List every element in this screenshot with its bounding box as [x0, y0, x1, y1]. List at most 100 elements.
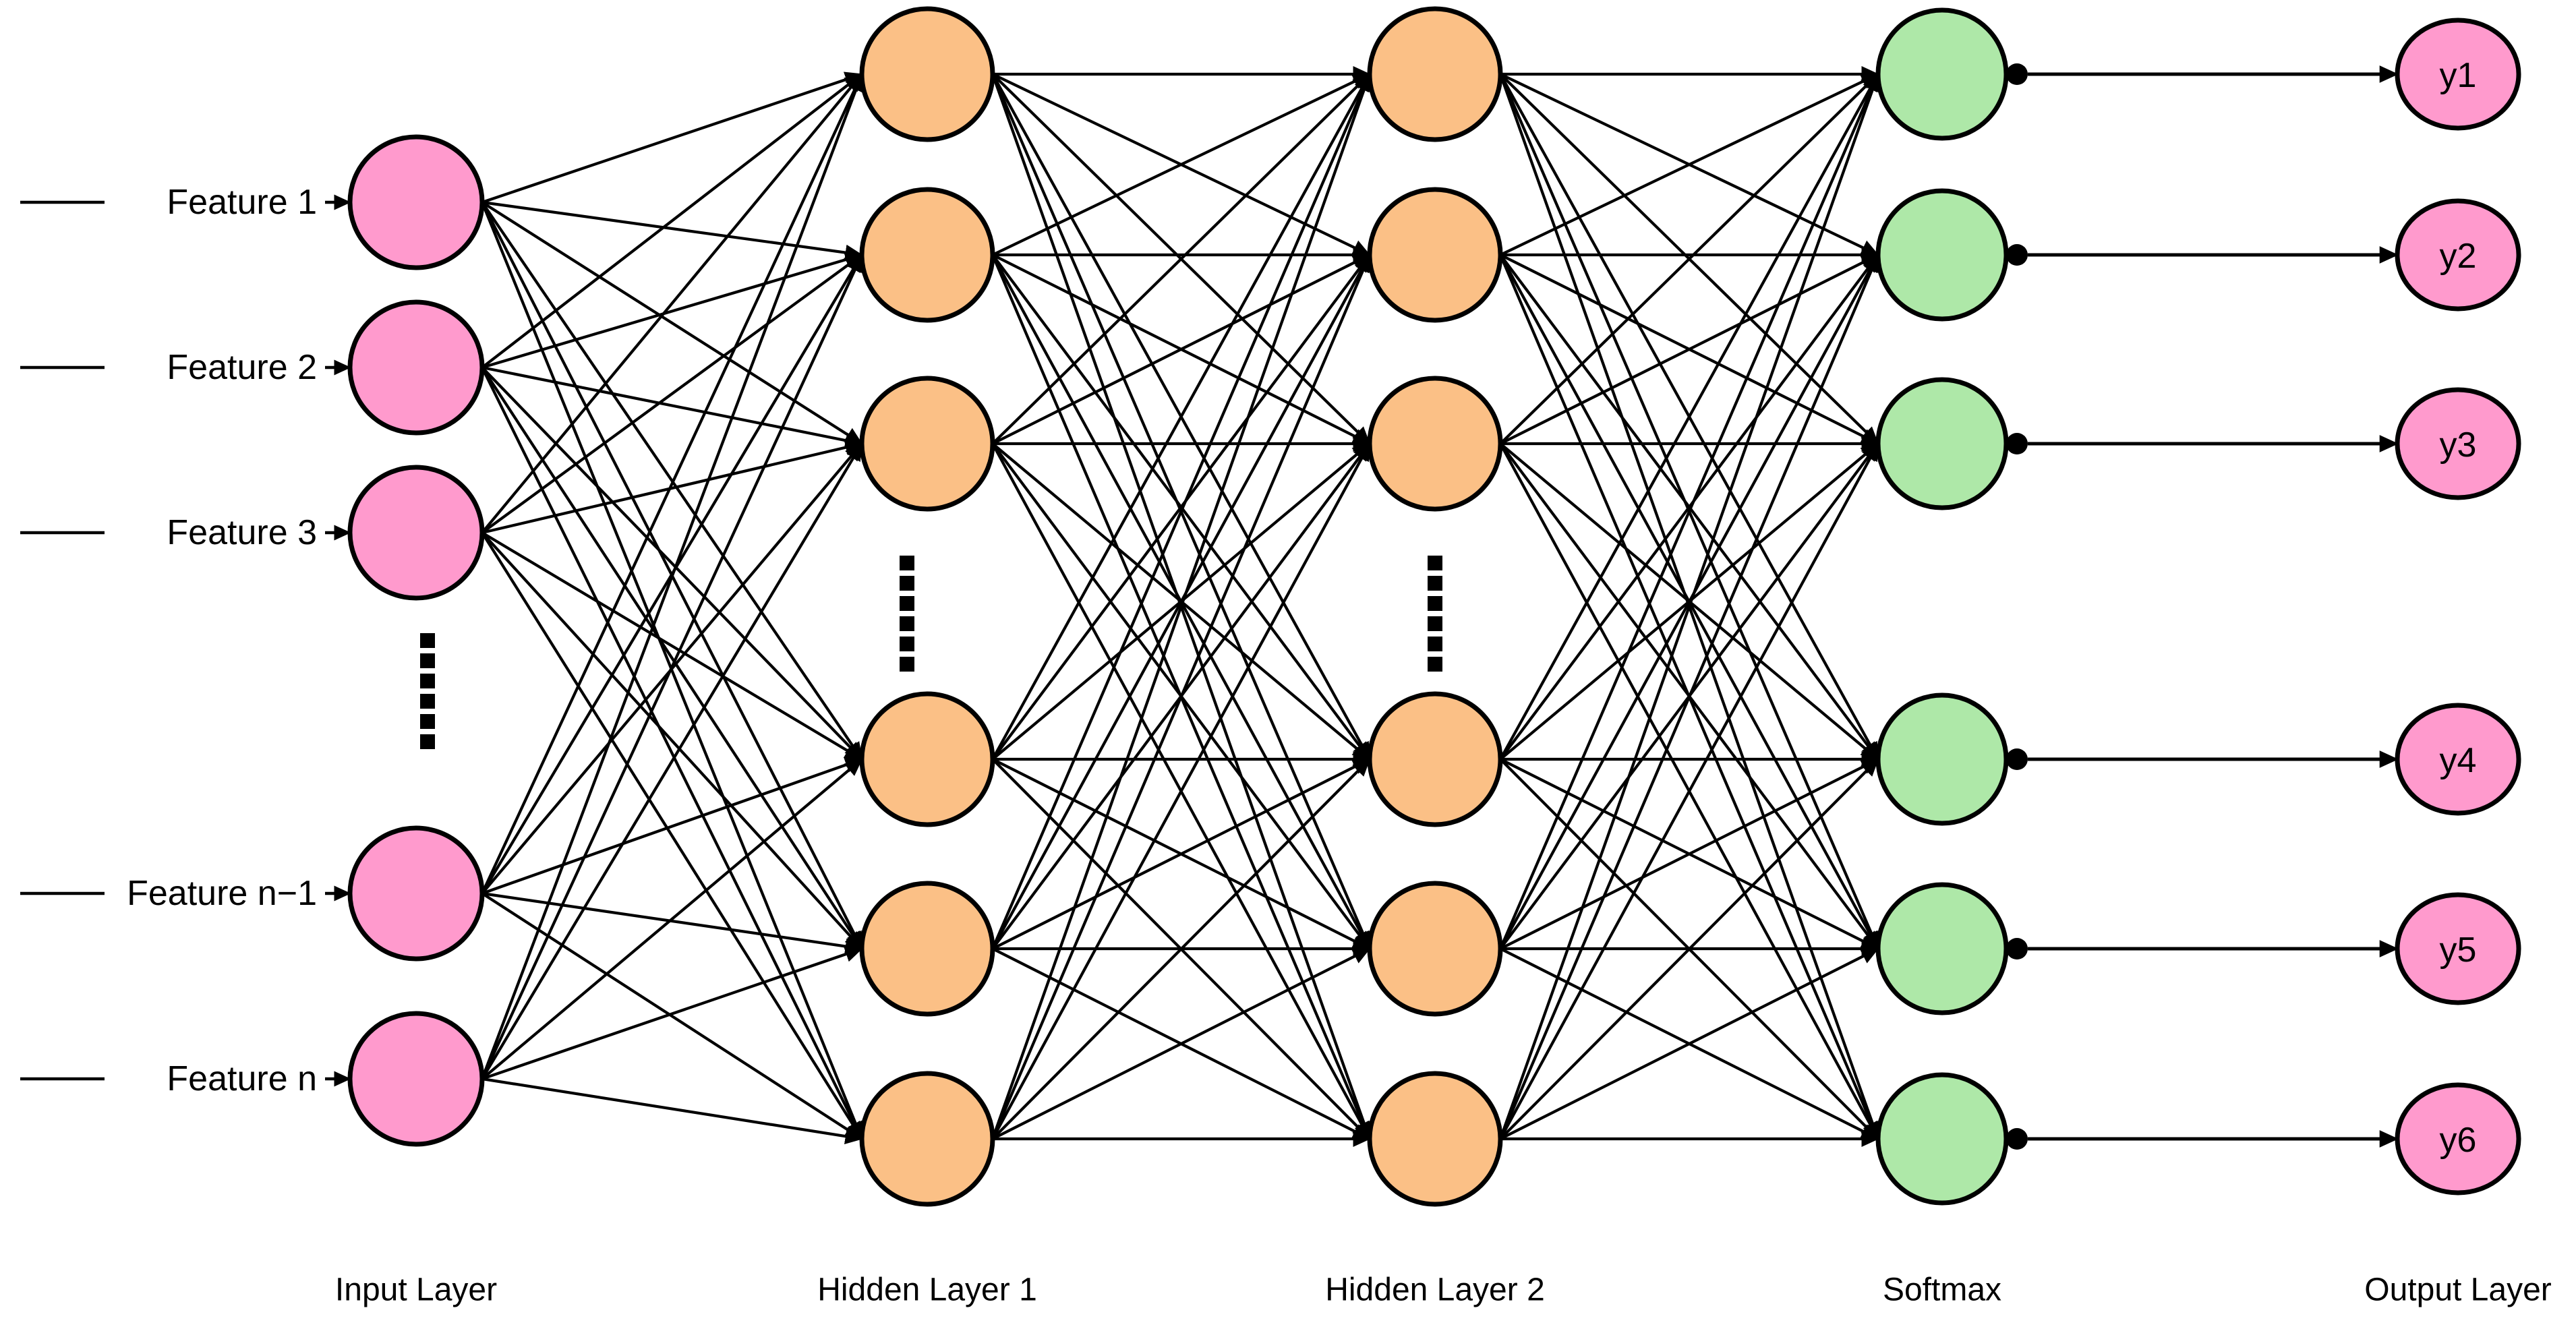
node-hidden1-6[interactable]: [859, 1071, 995, 1207]
nodes-group: [347, 6, 2521, 1207]
node-output-2[interactable]: [2395, 198, 2521, 312]
node-hidden1-1[interactable]: [859, 6, 995, 142]
connection-edge: [1499, 442, 1879, 1140]
ellipsis-dot: [1428, 637, 1442, 651]
connection-edge: [991, 73, 1372, 1140]
connection-edge: [1500, 73, 1879, 256]
connection-edge: [481, 73, 863, 534]
connection-edge: [481, 254, 863, 1080]
ellipsis-dot: [900, 616, 914, 631]
ellipsis-dot: [420, 633, 435, 648]
connection-edge: [991, 254, 1371, 950]
ellipsis-dot: [900, 556, 914, 570]
node-label-y5: y5: [2440, 931, 2477, 970]
connection-edge: [481, 1077, 863, 1145]
node-hidden2-3[interactable]: [1367, 376, 1503, 512]
connection-edge: [481, 946, 863, 1080]
node-output-1[interactable]: [2395, 18, 2521, 131]
connection-edge: [481, 366, 863, 761]
node-input-5[interactable]: [347, 1011, 485, 1147]
node-input-2[interactable]: [347, 299, 485, 436]
node-hidden1-3[interactable]: [859, 376, 995, 512]
connection-edge: [481, 891, 863, 955]
feature-label: Feature 3: [167, 513, 317, 552]
softmax-output-dot: [2006, 244, 2028, 266]
connection-edge: [1499, 254, 1879, 761]
edges-group: [481, 65, 2399, 1148]
node-softmax-3[interactable]: [1875, 377, 2009, 510]
connection-edge: [1499, 73, 1879, 445]
node-label-y4: y4: [2440, 741, 2477, 780]
layer-caption-input: Input Layer: [335, 1272, 497, 1308]
connection-edge: [481, 201, 863, 445]
connection-edge: [1500, 758, 1879, 950]
ellipsis-dot: [420, 734, 435, 749]
ellipsis-dot: [420, 714, 435, 729]
ellipsis-dot: [900, 596, 914, 611]
node-hidden1-4[interactable]: [859, 691, 995, 827]
connection-edge: [991, 73, 1371, 761]
node-softmax-4[interactable]: [1875, 692, 2009, 826]
ellipsis-dot: [900, 637, 914, 651]
node-softmax-1[interactable]: [1875, 7, 2009, 141]
connection-edge: [1500, 254, 1879, 445]
connection-edge: [481, 531, 863, 1140]
connection-edge: [1499, 254, 1879, 950]
connection-edge: [1499, 73, 1879, 761]
connection-edge: [481, 366, 863, 950]
connection-edge: [991, 442, 1371, 1140]
connection-edge: [991, 73, 1371, 445]
connection-edge: [1499, 758, 1879, 1140]
node-output-4[interactable]: [2395, 703, 2521, 816]
ellipsis-dot: [420, 674, 435, 688]
connection-edge: [1499, 73, 1879, 949]
softmax-output-dot: [2006, 433, 2028, 454]
node-input-1[interactable]: [347, 134, 485, 270]
node-softmax-2[interactable]: [1875, 188, 2009, 322]
softmax-output-dot: [2006, 63, 2028, 85]
node-hidden1-2[interactable]: [859, 187, 995, 323]
ellipsis-dot: [1428, 657, 1442, 672]
node-label-y1: y1: [2440, 56, 2477, 95]
node-softmax-6[interactable]: [1875, 1072, 2009, 1206]
node-hidden2-4[interactable]: [1367, 691, 1503, 827]
connection-edge: [481, 71, 863, 204]
ellipsis-dot: [1428, 596, 1442, 611]
connection-edge: [481, 757, 863, 895]
connection-edge: [992, 947, 1371, 1140]
connection-edge: [992, 73, 1371, 256]
node-output-6[interactable]: [2395, 1082, 2521, 1195]
connection-edge: [992, 254, 1371, 445]
node-input-4[interactable]: [347, 825, 485, 962]
connection-edge: [991, 254, 1371, 761]
connection-edge: [481, 531, 863, 950]
node-input-3[interactable]: [347, 465, 485, 601]
node-output-3[interactable]: [2395, 387, 2521, 500]
node-hidden1-5[interactable]: [859, 881, 995, 1017]
connection-edge: [481, 252, 863, 370]
connection-edge: [481, 73, 863, 894]
node-output-5[interactable]: [2395, 892, 2521, 1005]
node-label-y2: y2: [2440, 237, 2477, 276]
softmax-output-dot: [2006, 938, 2028, 959]
connection-edge: [1499, 73, 1881, 1140]
connection-edge: [481, 73, 863, 369]
feature-label: Feature 1: [167, 183, 317, 222]
layer-caption-hidden2: Hidden Layer 2: [1325, 1272, 1545, 1308]
ellipsis-dot: [900, 657, 914, 672]
node-hidden2-1[interactable]: [1367, 6, 1503, 142]
connection-edge: [481, 73, 864, 1080]
node-hidden2-5[interactable]: [1367, 881, 1503, 1017]
node-hidden2-6[interactable]: [1367, 1071, 1503, 1207]
connection-edge: [991, 758, 1371, 1140]
connection-edge: [481, 254, 863, 534]
connection-edge: [1500, 947, 1879, 1140]
feature-label: Feature n−1: [127, 874, 317, 913]
node-hidden2-2[interactable]: [1367, 187, 1503, 323]
feature-label: Feature n: [167, 1059, 317, 1098]
node-softmax-5[interactable]: [1875, 882, 2009, 1015]
connection-edge: [481, 892, 863, 1140]
